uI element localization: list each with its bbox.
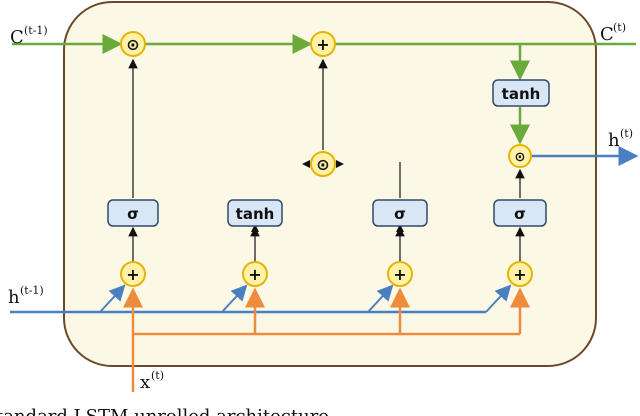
c-prev-label: C (t-1) — [10, 24, 48, 48]
candidate-sum-op: + — [242, 261, 268, 287]
svg-text:(t-1): (t-1) — [24, 24, 48, 37]
svg-text:⊙: ⊙ — [316, 155, 329, 174]
svg-text:σ: σ — [394, 205, 406, 223]
svg-text:tanh: tanh — [236, 205, 275, 223]
svg-text:σ: σ — [514, 205, 526, 223]
hidden-branch-forget — [99, 284, 126, 313]
svg-text:+: + — [126, 265, 139, 284]
candidate-gate-box: tanh — [227, 199, 283, 227]
cell-add-op: + — [310, 31, 336, 57]
svg-text:⊙: ⊙ — [126, 35, 139, 54]
inner-mult-right-arrowhead — [336, 160, 344, 168]
hidden-branch-candidate — [221, 284, 248, 313]
svg-text:C: C — [10, 27, 24, 48]
hidden-branch-input — [367, 284, 394, 313]
output-mult-op: ⊙ — [508, 144, 532, 168]
svg-text:+: + — [316, 35, 329, 54]
svg-text:+: + — [393, 265, 406, 284]
input-mult-op: ⊙ — [310, 151, 336, 177]
output-gate-box: σ — [493, 199, 547, 227]
svg-text:⊙: ⊙ — [515, 150, 526, 165]
candidate-arrowhead — [251, 224, 259, 232]
lstm-cell-box — [63, 1, 597, 367]
figure-caption: tandard LSTM unrolled architecture — [0, 406, 329, 416]
svg-text:(t-1): (t-1) — [20, 284, 44, 297]
x-input-label: x (t) — [140, 369, 164, 393]
input-sum-op: + — [387, 261, 413, 287]
hidden-branch-output — [485, 284, 512, 313]
svg-text:+: + — [513, 265, 526, 284]
svg-text:(t): (t) — [151, 369, 164, 382]
h-prev-label: h (t-1) — [8, 284, 44, 308]
svg-text:C: C — [600, 24, 614, 45]
svg-text:(t): (t) — [620, 127, 633, 140]
h-next-label: h (t) — [608, 127, 633, 151]
cell-tanh-box: tanh — [492, 79, 550, 107]
svg-text:x: x — [140, 372, 150, 393]
input-gate-box: σ — [372, 199, 428, 227]
svg-text:(t): (t) — [613, 21, 626, 34]
svg-text:σ: σ — [127, 205, 139, 223]
c-next-label: C (t) — [600, 21, 626, 45]
inner-mult-left-arrowhead — [302, 160, 310, 168]
output-sum-op: + — [507, 261, 533, 287]
input-gate-arrowhead — [396, 224, 404, 232]
svg-text:tanh: tanh — [502, 85, 541, 103]
svg-text:h: h — [8, 287, 20, 308]
forget-gate-box: σ — [107, 199, 159, 227]
svg-text:h: h — [608, 130, 620, 151]
forget-sum-op: + — [120, 261, 146, 287]
svg-text:+: + — [248, 265, 261, 284]
forget-mult-op: ⊙ — [120, 31, 146, 57]
